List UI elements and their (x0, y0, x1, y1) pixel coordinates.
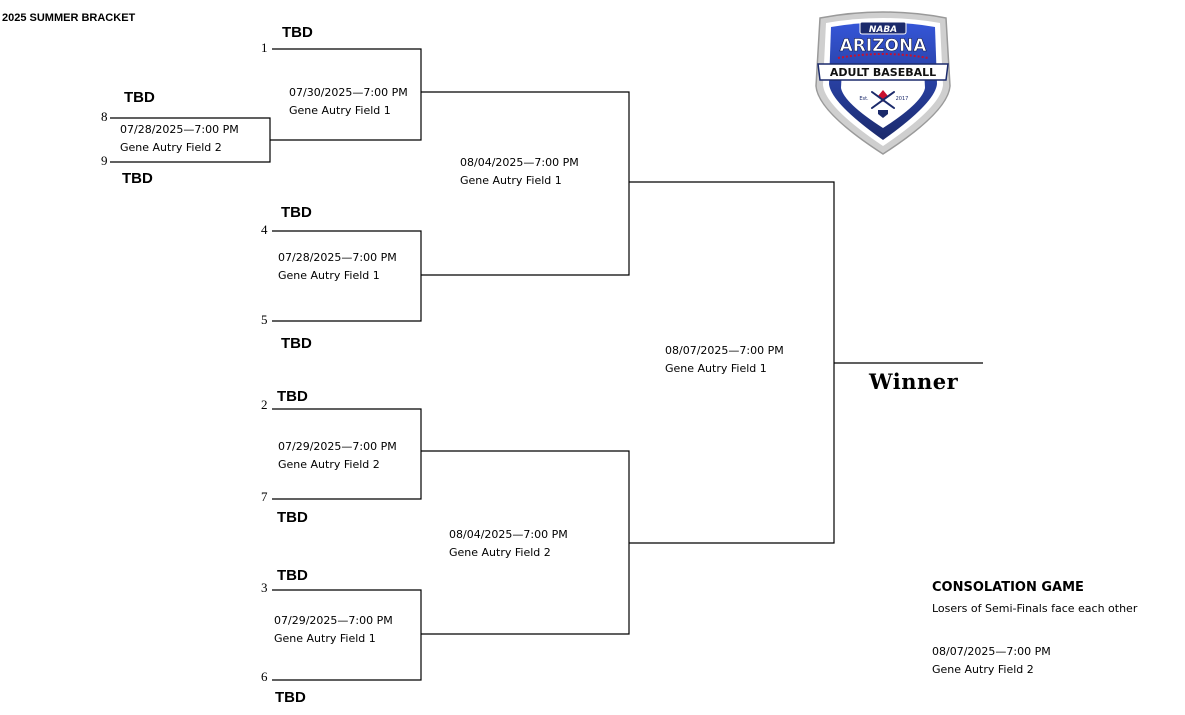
game-info-playin: 07/28/2025—7:00 PM Gene Autry Field 2 (120, 121, 239, 157)
r1d-connector (272, 589, 422, 681)
logo-year-text: 2017 (896, 96, 909, 102)
team-slot-seed-1: TBD (282, 24, 313, 41)
logo-bat-icon (871, 91, 895, 109)
game-field: Gene Autry Field 1 (460, 174, 562, 187)
logo-bottom-text: ADULT BASEBALL (830, 66, 936, 79)
consolation-note: Losers of Semi-Finals face each other (932, 602, 1138, 615)
seed-number: 2 (261, 397, 268, 412)
seed-number: 1 (261, 40, 268, 55)
seed-number: 5 (261, 312, 268, 327)
team-slot-seed-4: TBD (281, 204, 312, 221)
game-datetime: 08/07/2025—7:00 PM (932, 645, 1051, 658)
logo-stitching (837, 53, 929, 59)
team-slot-seed-7: TBD (277, 509, 308, 526)
game-field: Gene Autry Field 1 (274, 632, 376, 645)
game-datetime: 07/29/2025—7:00 PM (274, 614, 393, 627)
consolation-heading: CONSOLATION GAME (932, 580, 1084, 595)
game-info-semi-top: 08/04/2025—7:00 PM Gene Autry Field 1 (460, 154, 579, 190)
game-info-semi-bottom: 08/04/2025—7:00 PM Gene Autry Field 2 (449, 526, 568, 562)
game-datetime: 07/28/2025—7:00 PM (278, 251, 397, 264)
team-slot-seed-6: TBD (275, 689, 306, 706)
game-datetime: 07/30/2025—7:00 PM (289, 86, 408, 99)
team-slot-seed-8: TBD (124, 89, 155, 106)
game-info-consolation: 08/07/2025—7:00 PM Gene Autry Field 2 (932, 643, 1051, 679)
logo-top-banner (859, 21, 907, 35)
game-field: Gene Autry Field 2 (278, 458, 380, 471)
team-slot-seed-3: TBD (277, 567, 308, 584)
r1a-connector (270, 48, 422, 141)
game-field: Gene Autry Field 1 (665, 362, 767, 375)
game-field: Gene Autry Field 1 (289, 104, 391, 117)
logo-middle-text: ARIZONA (840, 36, 928, 56)
game-info-final: 08/07/2025—7:00 PM Gene Autry Field 1 (665, 342, 784, 378)
seed-number: 4 (261, 222, 268, 237)
game-field: Gene Autry Field 2 (449, 546, 551, 559)
semi-top-connector (421, 91, 630, 276)
bracket-title: 2025 SUMMER BRACKET (2, 12, 136, 24)
team-slot-seed-5: TBD (281, 335, 312, 352)
logo-home-plate-icon (878, 110, 888, 118)
game-datetime: 08/04/2025—7:00 PM (460, 156, 579, 169)
r1c-connector (272, 408, 422, 500)
seed-number: 8 (101, 109, 108, 124)
game-field: Gene Autry Field 1 (278, 269, 380, 282)
naba-arizona-logo: NABA ARIZONA ADULT BASEBALL Est. 2017 (815, 11, 951, 155)
seed-number: 9 (101, 153, 108, 168)
game-info-r1b: 07/28/2025—7:00 PM Gene Autry Field 1 (278, 249, 397, 285)
game-datetime: 08/04/2025—7:00 PM (449, 528, 568, 541)
seed-number: 7 (261, 489, 268, 504)
seed-number: 3 (261, 580, 268, 595)
game-field: Gene Autry Field 2 (120, 141, 222, 154)
team-slot-seed-9: TBD (122, 170, 153, 187)
game-datetime: 08/07/2025—7:00 PM (665, 344, 784, 357)
team-slot-seed-2: TBD (277, 388, 308, 405)
r1b-connector (272, 230, 422, 322)
logo-bottom-banner (817, 63, 949, 81)
game-info-r1d: 07/29/2025—7:00 PM Gene Autry Field 1 (274, 612, 393, 648)
game-info-r1c: 07/29/2025—7:00 PM Gene Autry Field 2 (278, 438, 397, 474)
winner-label: Winner (869, 369, 959, 394)
game-datetime: 07/29/2025—7:00 PM (278, 440, 397, 453)
game-info-r1a: 07/30/2025—7:00 PM Gene Autry Field 1 (289, 84, 408, 120)
logo-top-text: NABA (869, 25, 897, 35)
game-datetime: 07/28/2025—7:00 PM (120, 123, 239, 136)
logo-est-text: Est. (859, 96, 869, 102)
game-field: Gene Autry Field 2 (932, 663, 1034, 676)
seed-number: 6 (261, 669, 268, 684)
